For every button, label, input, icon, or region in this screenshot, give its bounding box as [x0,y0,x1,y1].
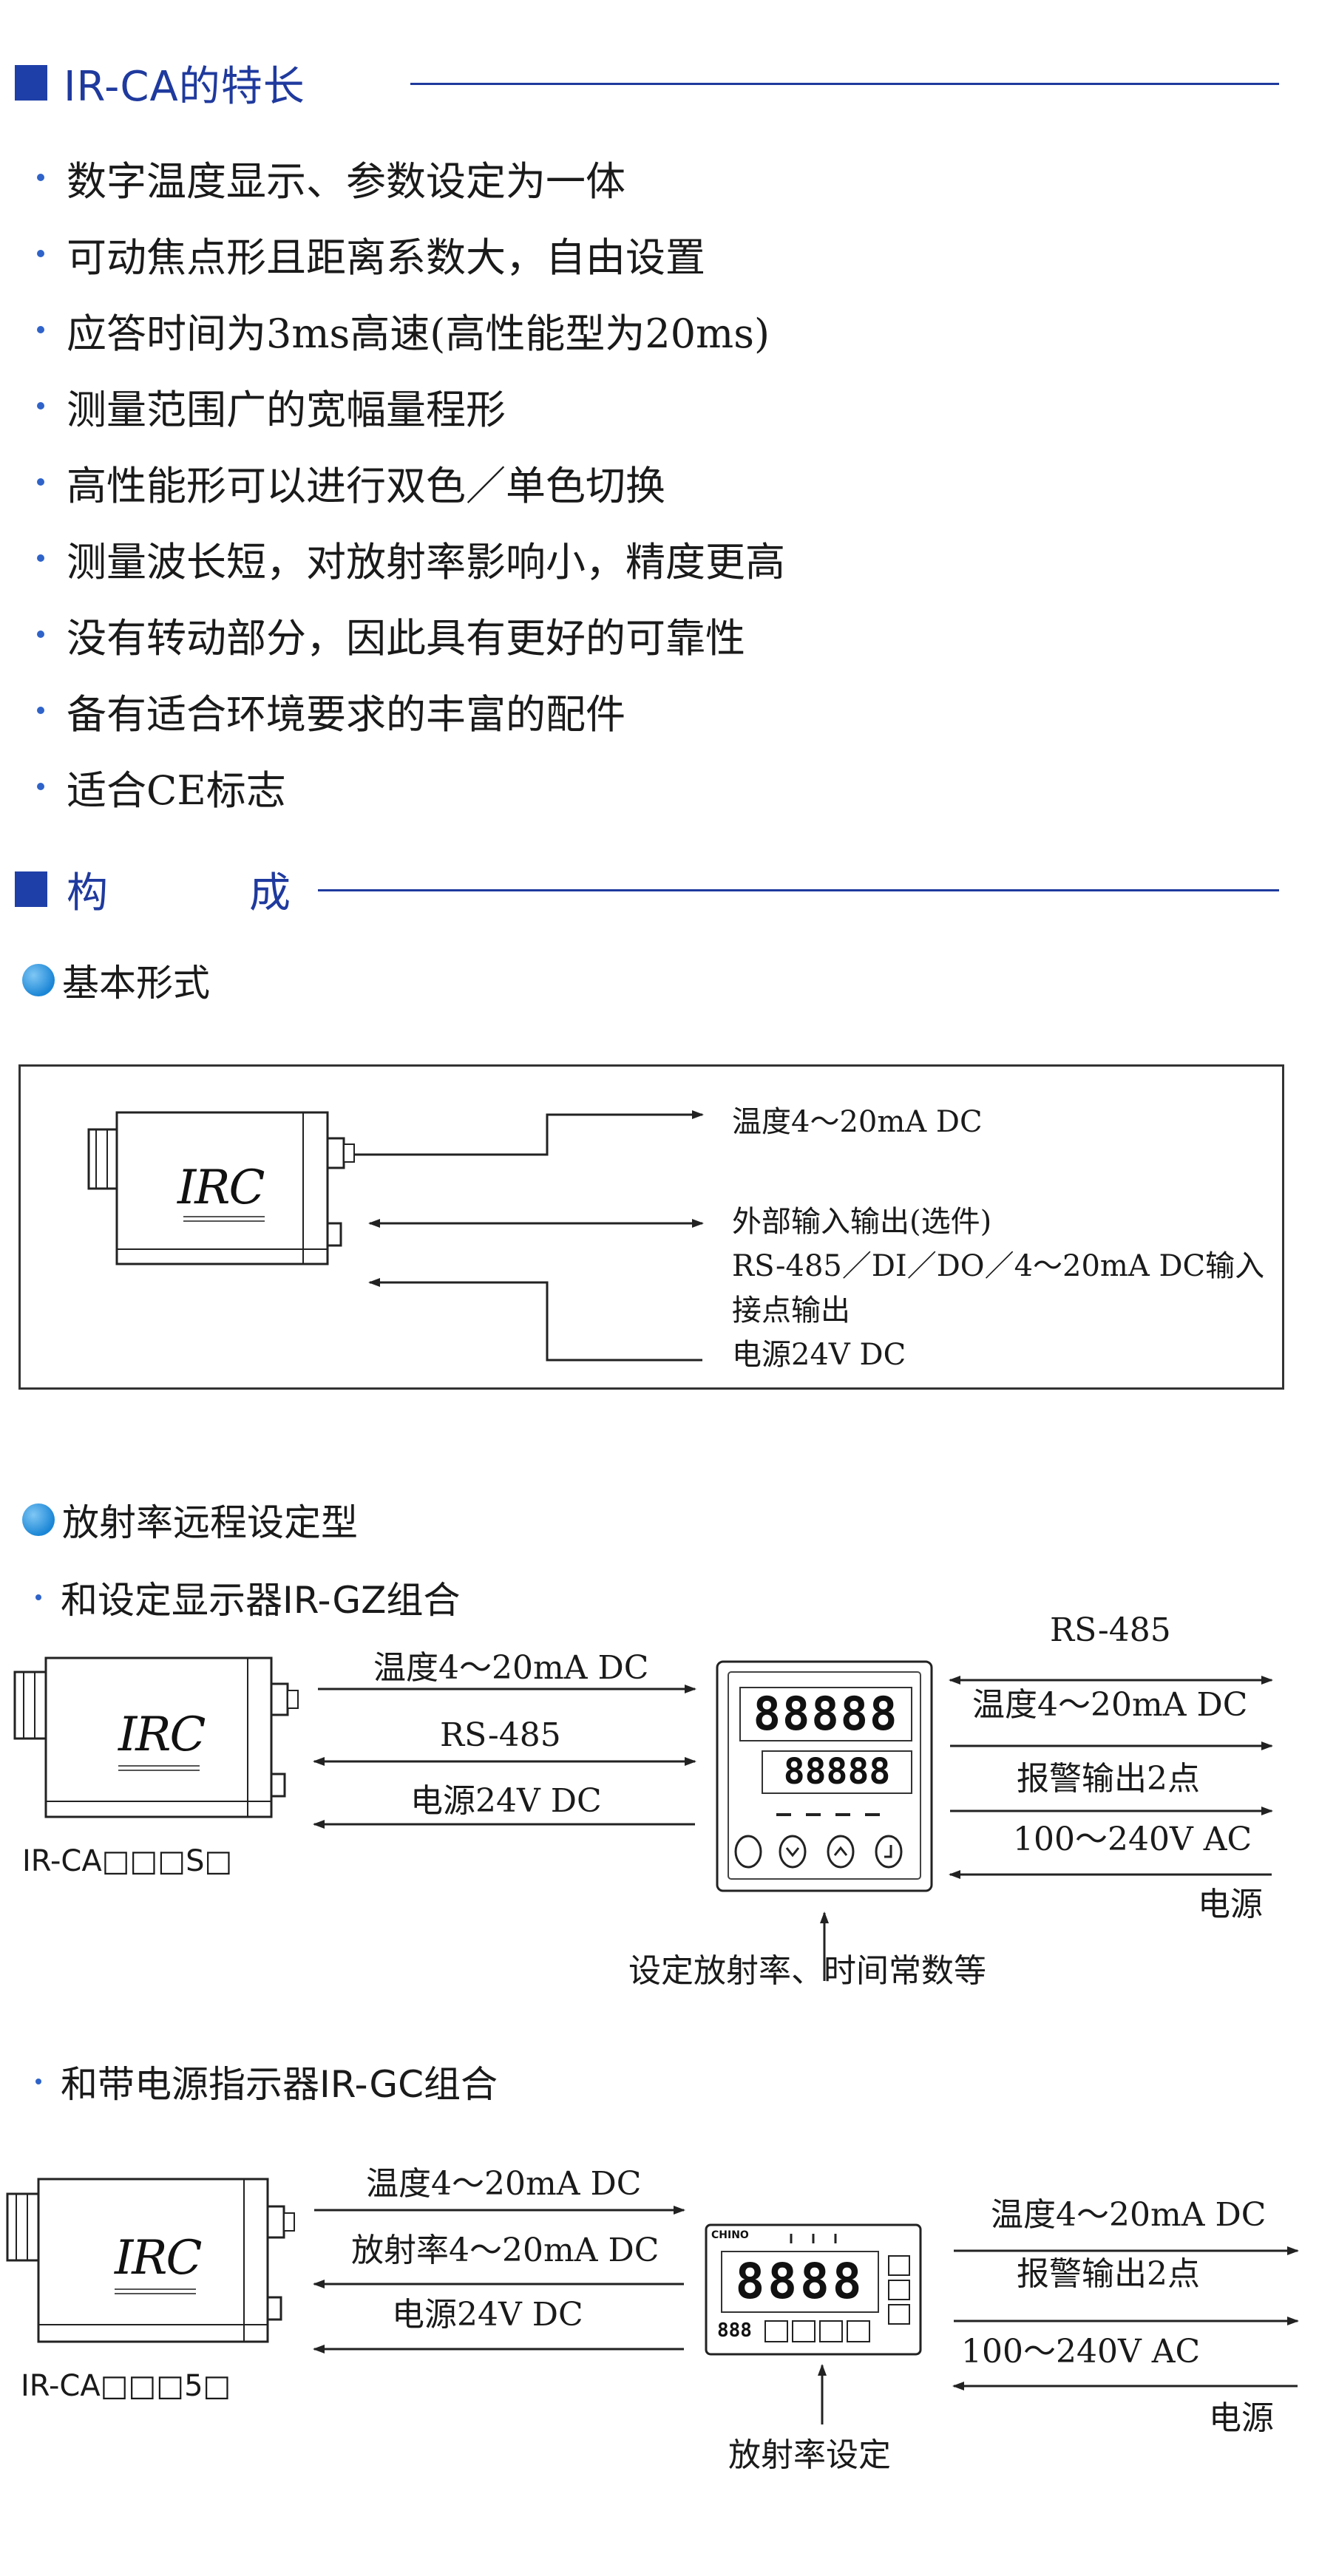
section-title-part-a: 构 [67,869,109,917]
basic-ext-io-label: 外部输入输出(选件) [732,1205,992,1239]
feature-text: 测量波长短，对放射率影响小，精度更高 [67,538,785,585]
section-marker-icon [15,65,47,101]
feature-item: 可动焦点形且距离系数大，自由设置 [37,224,705,283]
basic-ext-io-detail: RS-485／DI／DO／4～20mA DC输入 [732,1249,1265,1283]
basic-form-diagram-box [18,1064,1284,1390]
feature-text: 没有转动部分，因此具有更好的可靠性 [67,614,745,662]
gc-camera-model: IR-CA□□□5□ [21,2369,231,2403]
gc-right-ac-label: 100～240V AC [961,2333,1201,2371]
output-arrow [355,1110,704,1156]
remote-form-heading: 放射率远程设定型 [22,1493,358,1546]
gz-right-alarm-label: 报警输出2点 [1017,1760,1200,1798]
gc-right-temp-label: 温度4～20mA DC [991,2196,1267,2234]
ir-gz-display-unit [716,1660,933,1892]
feature-text: 适合CE标志 [67,767,286,814]
gc-brand-label: CHINO [711,2229,749,2241]
feature-text: 备有适合环境要求的丰富的配件 [67,690,625,738]
bullet-icon [37,326,44,333]
feature-text: 应答时间为3ms高速(高性能型为20ms) [67,310,770,357]
basic-form-heading: 基本形式 [22,954,210,1007]
bullet-icon [35,2079,41,2084]
gc-left-temp-label: 温度4～20mA DC [366,2165,642,2203]
circle-bullet-icon [22,1503,55,1536]
bullet-icon [37,402,44,409]
gz-sub-display: 88888 [762,1750,912,1794]
gz-left-power-label: 电源24V DC [410,1782,602,1820]
gz-camera-model: IR-CA□□□S□ [22,1844,233,1878]
camera-logo: IRC [115,2231,202,2286]
feature-text: 高性能形可以进行双色／单色切换 [67,462,665,509]
bullet-icon [37,783,44,790]
section-header-features: IR-CA的特长 [15,53,305,112]
camera-small-print [115,2288,196,2294]
feature-text: 测量范围广的宽幅量程形 [67,386,506,433]
bullet-icon [35,1594,41,1600]
basic-contact-output: 接点输出 [732,1294,850,1328]
circle-bullet-icon [22,964,55,996]
camera-body [87,1111,355,1265]
gc-left-emis-label: 放射率4～20mA DC [351,2232,660,2269]
section-marker-icon [15,871,47,907]
feature-item: 测量波长短，对放射率影响小，精度更高 [37,529,785,588]
camera-small-print [118,1765,200,1771]
gc-small-display: 888 [717,2320,752,2342]
feature-item: 应答时间为3ms高速(高性能型为20ms) [37,300,770,359]
camera-logo: IRC [118,1707,206,1762]
gc-left-power-label: 电源24V DC [392,2296,583,2334]
gz-left-rs-label: RS-485 [440,1716,561,1754]
feature-item: 测量范围广的宽幅量程形 [37,376,506,435]
gz-right-ac-label: 100～240V AC [1013,1821,1252,1858]
gz-main-display: 88888 [739,1687,912,1741]
feature-item: 没有转动部分，因此具有更好的可靠性 [37,605,745,664]
gc-subheading: 和带电源指示器IR-GC组合 [35,2055,498,2108]
bullet-icon [37,250,44,257]
feature-text: 可动焦点形且距离系数大，自由设置 [67,234,705,281]
feature-item: 适合CE标志 [37,757,286,816]
gz-key-buttons [734,1835,903,1869]
section-title-part-b: 成 [249,869,291,917]
camera-logo: IRC [177,1160,265,1215]
camera-body-gc [6,2178,295,2343]
bullet-icon [37,707,44,714]
gz-subheading: 和设定显示器IR-GZ组合 [35,1571,460,1624]
feature-item: 备有适合环境要求的丰富的配件 [37,681,625,740]
gz-right-rs-label: RS-485 [1050,1611,1171,1649]
bullet-icon [37,174,44,181]
section-divider [318,889,1279,891]
section-title: IR-CA的特长 [64,62,305,111]
bullet-icon [37,478,44,486]
feature-item: 高性能形可以进行双色／单色切换 [37,452,665,512]
bullet-icon [37,554,44,562]
gz-right-power-label: 电源 [1198,1886,1263,1923]
section-divider [410,83,1279,85]
basic-power-label: 电源24V DC [732,1338,906,1372]
feature-text: 数字温度显示、参数设定为一体 [67,157,625,205]
camera-small-print [183,1216,265,1222]
gz-right-temp-label: 温度4～20mA DC [972,1686,1248,1724]
gc-main-display: 8888 [721,2251,879,2313]
ir-gc-display-unit [705,2223,922,2356]
gz-left-temp-label: 温度4～20mA DC [373,1649,649,1687]
feature-item: 数字温度显示、参数设定为一体 [37,148,625,207]
gc-right-power-label: 电源 [1209,2399,1274,2437]
gz-setting-note: 设定放射率、时间常数等 [628,1952,986,1990]
camera-body-gz [13,1656,299,1818]
gc-right-alarm-label: 报警输出2点 [1017,2255,1200,2293]
section-header-composition: 构 成 [15,860,291,919]
basic-temp-output-label: 温度4～20mA DC [732,1105,983,1139]
power-arrow [368,1278,702,1362]
bullet-icon [37,631,44,638]
gc-setting-note: 放射率设定 [728,2436,891,2474]
